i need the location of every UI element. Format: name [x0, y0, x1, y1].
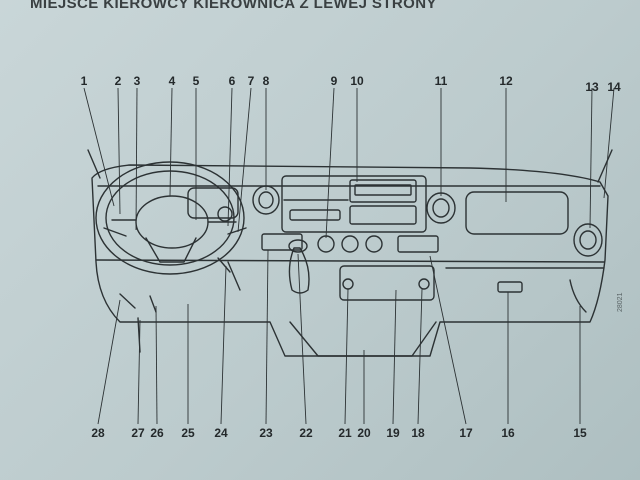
callout-9: 9 [330, 74, 338, 88]
callout-17: 17 [459, 426, 473, 440]
heater-knob-2 [341, 235, 359, 253]
callout-6: 6 [228, 74, 236, 88]
heater-knob-1 [317, 235, 335, 253]
callout-1: 1 [80, 74, 88, 88]
passenger-airbag [465, 191, 569, 235]
callout-14: 14 [607, 80, 621, 94]
passenger-vent [573, 223, 603, 257]
dashboard-outline [91, 164, 609, 357]
callout-7: 7 [247, 74, 255, 88]
callout-8: 8 [262, 74, 270, 88]
callout-26: 26 [150, 426, 164, 440]
callout-3: 3 [133, 74, 141, 88]
callout-15: 15 [573, 426, 587, 440]
heater-knob-3 [365, 235, 383, 253]
callout-22: 22 [299, 426, 313, 440]
glovebox-handle [497, 281, 523, 293]
instrument-cluster [187, 187, 239, 219]
switch-panel-left [261, 233, 303, 251]
radio-unit [349, 179, 417, 203]
callout-24: 24 [214, 426, 228, 440]
callout-28: 28 [91, 426, 105, 440]
callout-2: 2 [114, 74, 122, 88]
callout-25: 25 [181, 426, 195, 440]
switch-panel-right [397, 235, 439, 253]
gear-lever [288, 247, 310, 294]
callout-16: 16 [501, 426, 515, 440]
callout-21: 21 [338, 426, 352, 440]
lower-storage [289, 321, 437, 357]
callout-20: 20 [357, 426, 371, 440]
storage-tray [339, 265, 435, 301]
callout-11: 11 [434, 74, 448, 88]
callout-4: 4 [168, 74, 176, 88]
callout-12: 12 [499, 74, 513, 88]
center-console [281, 175, 427, 233]
callout-23: 23 [259, 426, 273, 440]
callout-10: 10 [350, 74, 364, 88]
steering-wheel [95, 161, 245, 275]
callout-18: 18 [411, 426, 425, 440]
callout-13: 13 [585, 80, 599, 94]
left-vent [252, 185, 280, 215]
callout-5: 5 [192, 74, 200, 88]
page-title: MIEJSCE KIEROWCY KIEROWNICA Z LEWEJ STRO… [30, 0, 437, 12]
center-right-vent [426, 192, 456, 224]
callout-19: 19 [386, 426, 400, 440]
callout-27: 27 [131, 426, 145, 440]
figure-code: 28021 [617, 292, 624, 312]
